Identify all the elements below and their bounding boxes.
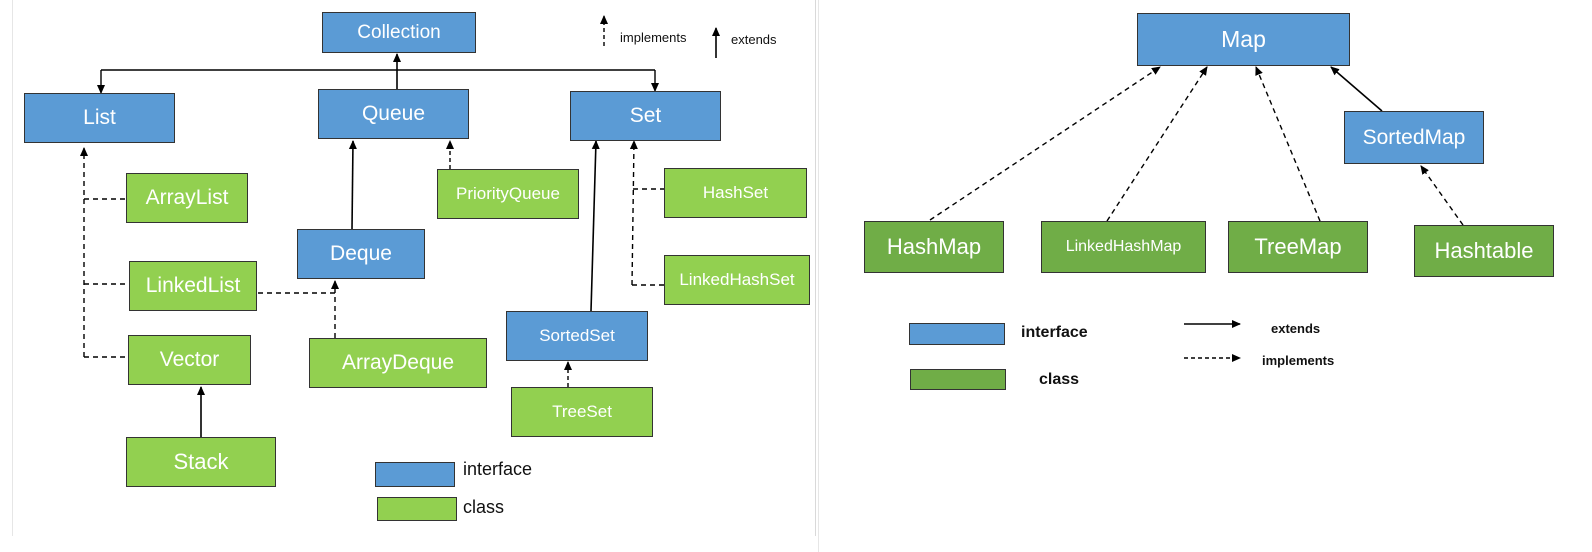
legend-interface-label: interface [463, 459, 533, 479]
node-sortedmap: SortedMap [1344, 111, 1484, 164]
node-map: Map [1137, 13, 1350, 66]
node-list: List [24, 93, 175, 143]
node-arraylist: ArrayList [126, 173, 248, 223]
node-linkedhashmap: LinkedHashMap [1041, 221, 1206, 273]
node-hashmap: HashMap [864, 221, 1004, 273]
map-legend-interface-swatch [909, 323, 1005, 345]
node-hashtable: Hashtable [1414, 225, 1554, 277]
node-deque: Deque [297, 229, 425, 279]
node-priorityqueue: PriorityQueue [437, 169, 579, 219]
node-treemap: TreeMap [1228, 221, 1368, 273]
node-queue: Queue [318, 89, 469, 139]
node-linkedlist: LinkedList [129, 261, 257, 311]
map-legend-extends-label: extends [1271, 321, 1321, 336]
legend-interface-swatch [375, 462, 455, 487]
map-legend-interface-label: interface [1021, 324, 1088, 341]
node-set: Set [570, 91, 721, 141]
map-legend-class-swatch [910, 369, 1006, 390]
legend-class-label: class [463, 497, 505, 517]
node-sortedset: SortedSet [506, 311, 648, 361]
node-collection: Collection [322, 12, 476, 53]
key-extends-label: extends [731, 32, 777, 47]
node-arraydeque: ArrayDeque [309, 338, 487, 388]
key-implements-label: implements [620, 30, 687, 45]
node-treeset: TreeSet [511, 387, 653, 437]
node-stack: Stack [126, 437, 276, 487]
node-hashset: HashSet [664, 168, 807, 218]
map-legend-class-label: class [1039, 371, 1080, 388]
legend-class-swatch [377, 497, 457, 521]
node-linkedhashset: LinkedHashSet [664, 255, 810, 305]
map-legend-implements-label: implements [1262, 353, 1335, 368]
node-vector: Vector [128, 335, 251, 385]
